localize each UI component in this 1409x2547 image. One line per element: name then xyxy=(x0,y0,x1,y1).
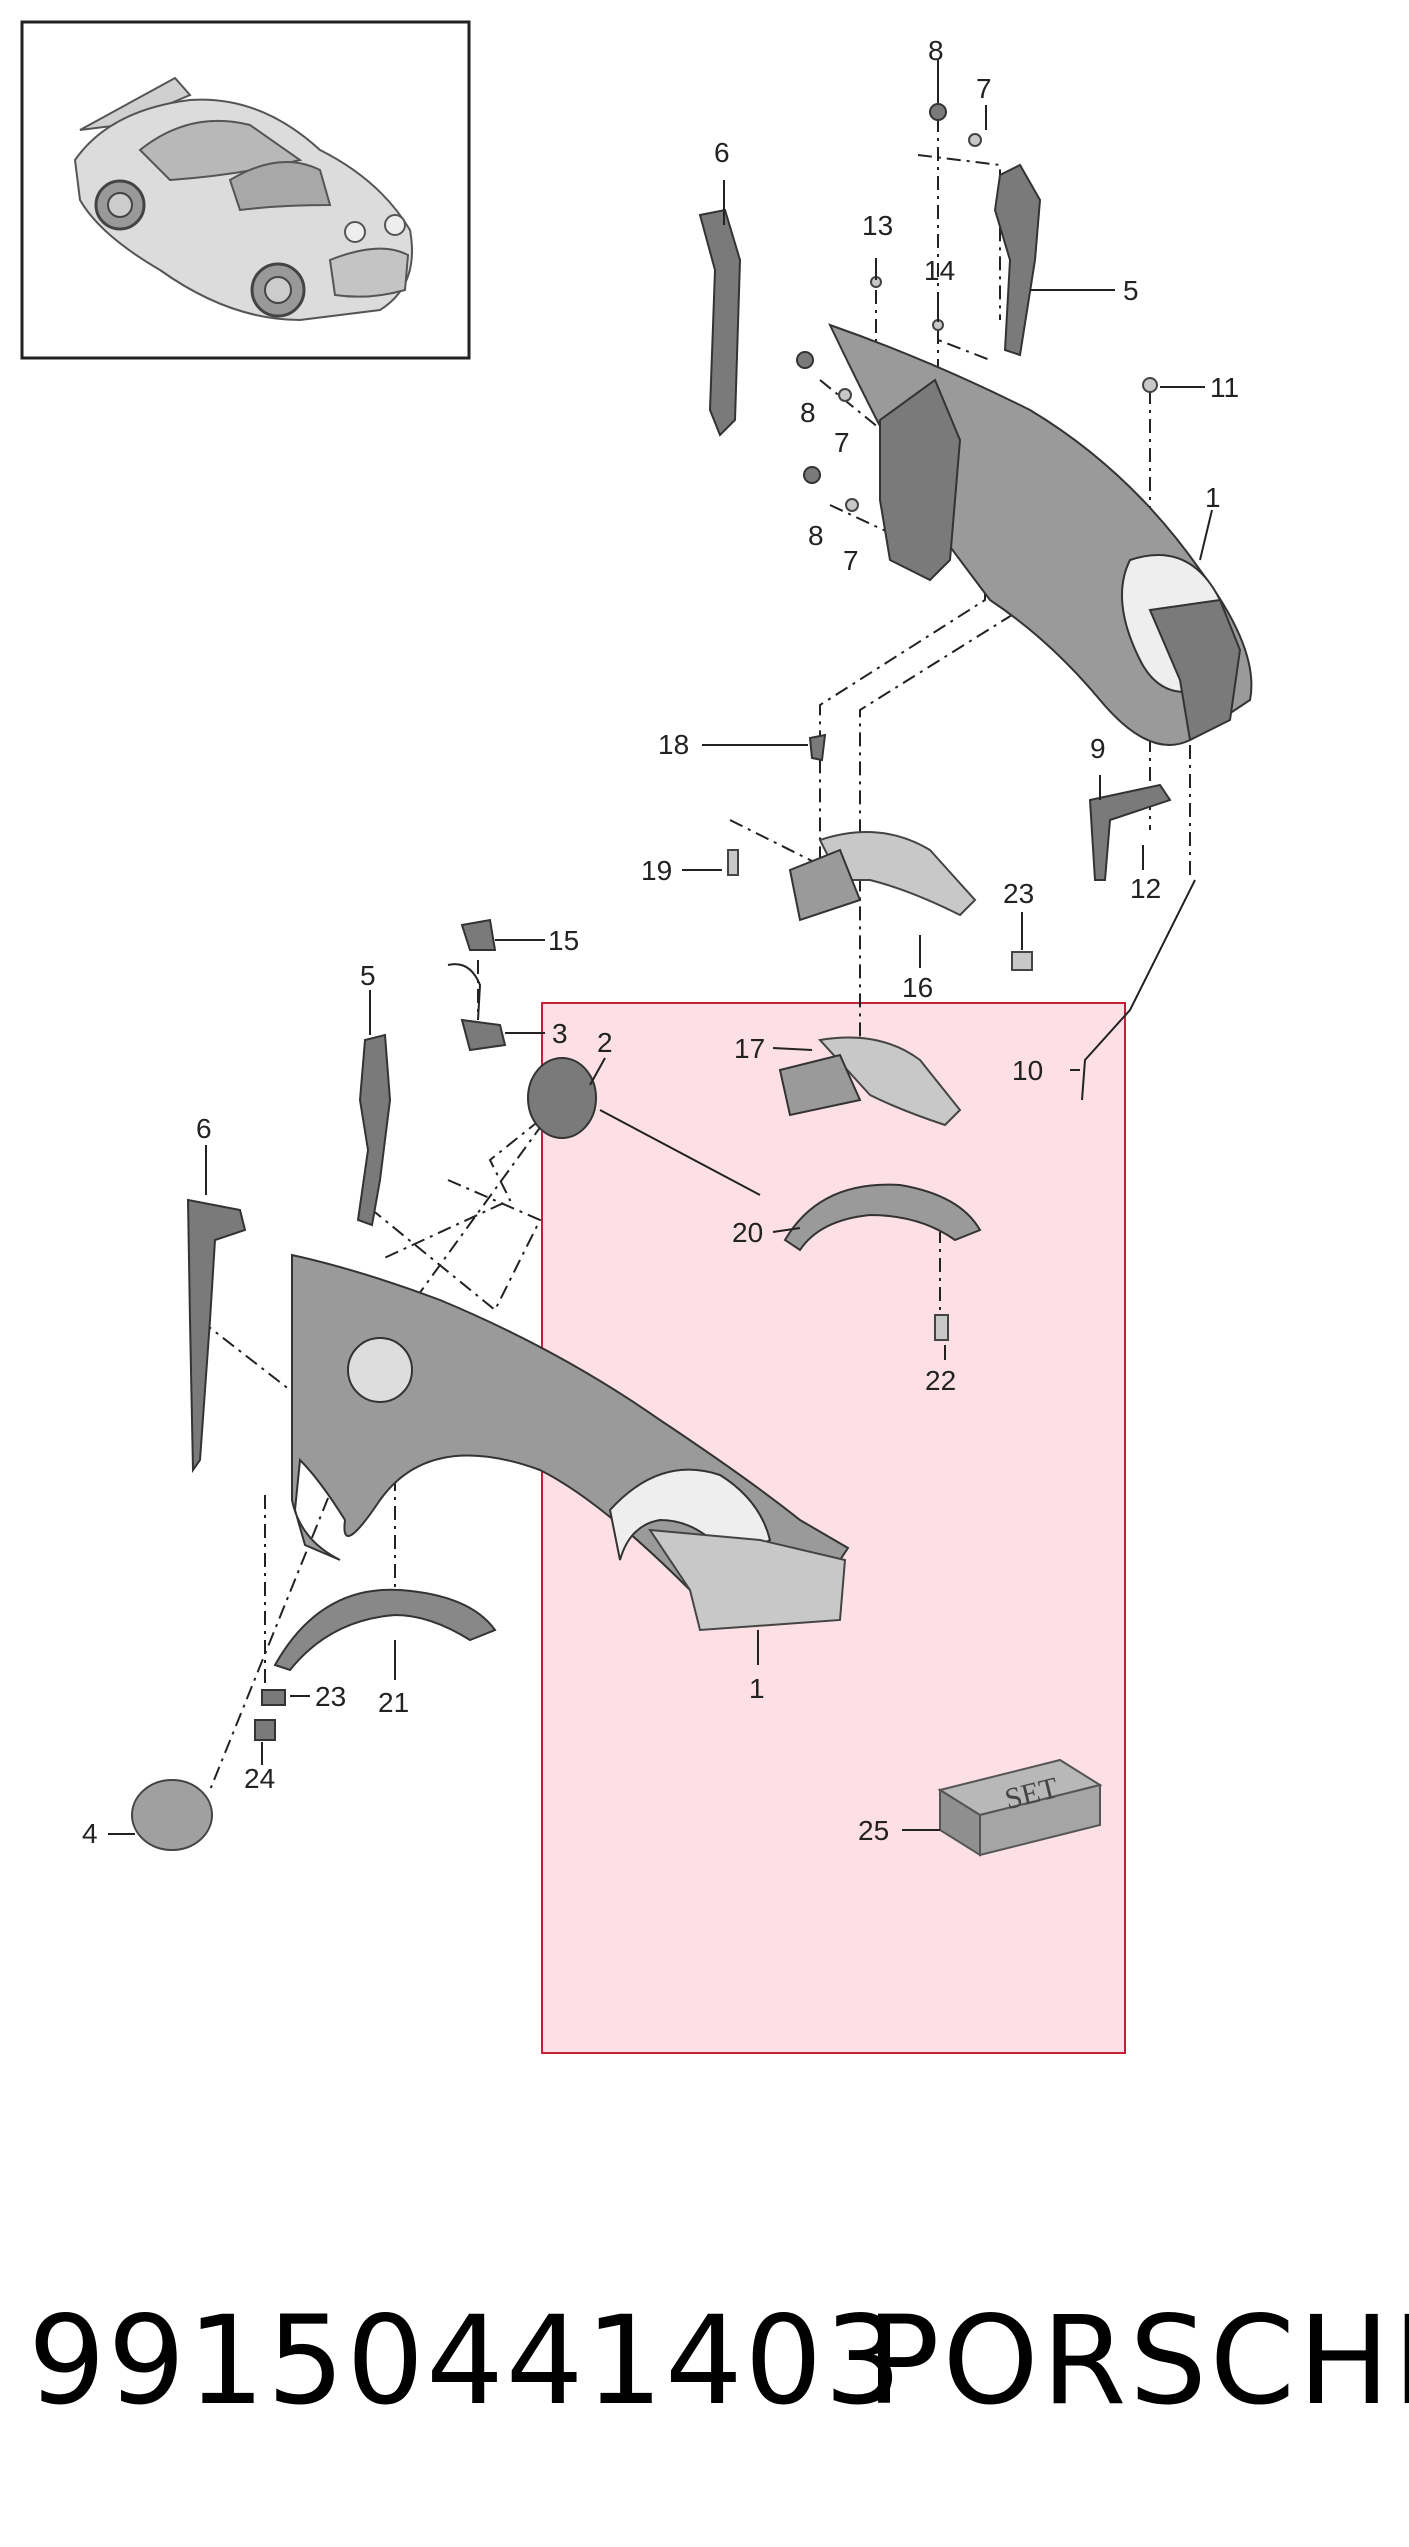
callout-2: 2 xyxy=(597,1027,613,1058)
brand-name: PORSCHE xyxy=(866,2290,1409,2432)
callout-17: 17 xyxy=(734,1033,765,1064)
callout-1-lower: 1 xyxy=(749,1673,765,1704)
callout-8-mid: 8 xyxy=(800,397,816,428)
callout-7-mid: 7 xyxy=(834,427,850,458)
callout-6-upper: 6 xyxy=(714,137,730,168)
bracket-6-lower xyxy=(186,1198,247,1474)
callout-labels: 8 7 6 13 5 14 11 8 7 1 8 7 18 9 19 12 23… xyxy=(82,35,1239,1849)
callout-4: 4 xyxy=(82,1818,98,1849)
liner-20 xyxy=(783,1183,982,1252)
callout-1-upper: 1 xyxy=(1205,482,1221,513)
clip-18 xyxy=(808,733,827,762)
car-illustration xyxy=(73,76,413,322)
callout-12: 12 xyxy=(1130,873,1161,904)
callout-7-low: 7 xyxy=(843,545,859,576)
callout-16: 16 xyxy=(902,972,933,1003)
bolt-22 xyxy=(934,1314,949,1341)
actuator-3 xyxy=(460,1018,507,1052)
screw-19 xyxy=(727,849,739,876)
callout-23-upper: 23 xyxy=(1003,878,1034,909)
callout-14: 14 xyxy=(924,255,955,286)
liner-16-ribs xyxy=(788,848,862,922)
callout-23-lower: 23 xyxy=(315,1681,346,1712)
callout-20: 20 xyxy=(732,1217,763,1248)
fender-lower-bracket xyxy=(648,1528,847,1632)
callout-21: 21 xyxy=(378,1687,409,1718)
cable xyxy=(447,963,482,1021)
callout-3: 3 xyxy=(552,1018,568,1049)
liner-16 xyxy=(818,831,977,917)
part-number: 99150441403 xyxy=(28,2290,904,2432)
callout-25: 25 xyxy=(858,1815,889,1846)
leader-lines xyxy=(108,68,1213,1835)
callout-15: 15 xyxy=(548,925,579,956)
fender-fuel-opening xyxy=(347,1337,413,1403)
bolts-upper xyxy=(796,103,1158,512)
callout-22: 22 xyxy=(925,1365,956,1396)
callout-8-top: 8 xyxy=(928,35,944,66)
callout-11: 11 xyxy=(1210,372,1239,403)
callout-19: 19 xyxy=(641,855,672,886)
callout-8-low: 8 xyxy=(808,520,824,551)
set-box-25: SET xyxy=(937,1758,1103,1857)
liner-21 xyxy=(273,1588,497,1672)
callout-6-lower: 6 xyxy=(196,1113,212,1144)
parts: SET xyxy=(131,103,1253,1857)
bracket-9 xyxy=(1088,783,1172,881)
clip-23-upper xyxy=(1011,951,1033,971)
bracket-5-lower xyxy=(356,1033,392,1227)
rod-10 xyxy=(1081,879,1196,1101)
bracket-5-upper xyxy=(993,163,1042,357)
flap-2-rod xyxy=(599,1109,761,1196)
cap-4 xyxy=(131,1779,213,1851)
clip-23-lower xyxy=(261,1689,286,1706)
callout-10: 10 xyxy=(1012,1055,1043,1086)
reinforcement-upper xyxy=(879,378,962,582)
callout-9: 9 xyxy=(1090,733,1106,764)
footer: 99150441403 PORSCHE xyxy=(0,2290,1409,2470)
liner-17 xyxy=(818,1036,962,1127)
car-thumbnail xyxy=(20,20,471,360)
callout-24: 24 xyxy=(244,1763,275,1794)
callout-5-upper: 5 xyxy=(1123,275,1139,306)
callout-5-lower: 5 xyxy=(360,960,376,991)
clip-24 xyxy=(254,1719,276,1741)
callout-13: 13 xyxy=(862,210,893,241)
fuel-flap-2 xyxy=(527,1057,597,1139)
liner-17-ribs xyxy=(778,1053,862,1117)
sensor-15 xyxy=(460,918,497,951)
bracket-6-upper xyxy=(698,208,742,437)
callout-18: 18 xyxy=(658,729,689,760)
fender-upper-bracket xyxy=(1148,598,1242,742)
callout-7-top: 7 xyxy=(976,73,992,104)
